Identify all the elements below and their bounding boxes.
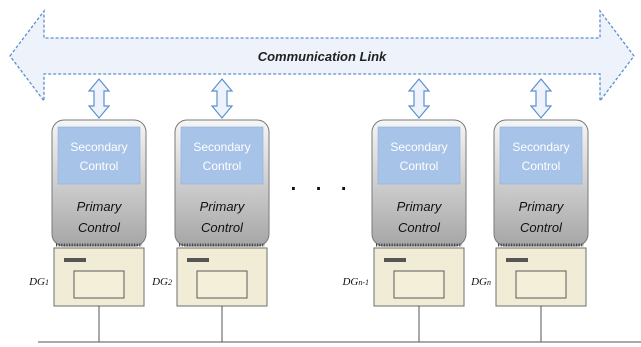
secondary-control-label: Secondary — [512, 140, 569, 154]
secondary-control-label: Control — [203, 159, 242, 173]
dg-panel — [393, 270, 445, 299]
primary-control-label: Primary — [77, 199, 123, 214]
link-connector-arrow — [529, 78, 553, 119]
secondary-control-label: Control — [400, 159, 439, 173]
primary-control-label: Control — [398, 220, 441, 235]
link-connector-arrow — [407, 78, 431, 119]
units-layer: SecondaryControlPrimaryControlDG1Seconda… — [28, 78, 589, 342]
link-connector-arrow — [87, 78, 111, 119]
primary-control-label: Control — [201, 220, 244, 235]
secondary-control-label: Control — [522, 159, 561, 173]
secondary-control-box — [57, 126, 141, 185]
dg-indicator — [384, 258, 406, 262]
secondary-control-label: Secondary — [390, 140, 447, 154]
dg-indicator — [506, 258, 528, 262]
primary-control-label: Control — [520, 220, 563, 235]
dg-indicator — [187, 258, 209, 262]
link-connector-arrow — [210, 78, 234, 119]
primary-control-label: Primary — [397, 199, 443, 214]
communication-link-arrow — [9, 9, 635, 103]
primary-control-label: Primary — [519, 199, 565, 214]
secondary-control-box — [377, 126, 461, 185]
dg-panel — [196, 270, 248, 299]
secondary-control-label: Secondary — [193, 140, 250, 154]
dg-label: DG1 — [28, 276, 49, 288]
primary-control-label: Control — [78, 220, 121, 235]
dg-label: DGn-1 — [341, 276, 369, 288]
dg-indicator — [64, 258, 86, 262]
dg-label: DG2 — [151, 276, 172, 288]
dg-panel — [73, 270, 125, 299]
dg-panel — [515, 270, 567, 299]
dg-label: DGn — [470, 276, 491, 288]
ellipsis: . . . — [291, 173, 354, 195]
primary-control-label: Primary — [200, 199, 246, 214]
secondary-control-box — [180, 126, 264, 185]
secondary-control-label: Control — [80, 159, 119, 173]
secondary-control-label: Secondary — [70, 140, 127, 154]
secondary-control-box — [499, 126, 583, 185]
communication-link-label: Communication Link — [258, 49, 387, 64]
